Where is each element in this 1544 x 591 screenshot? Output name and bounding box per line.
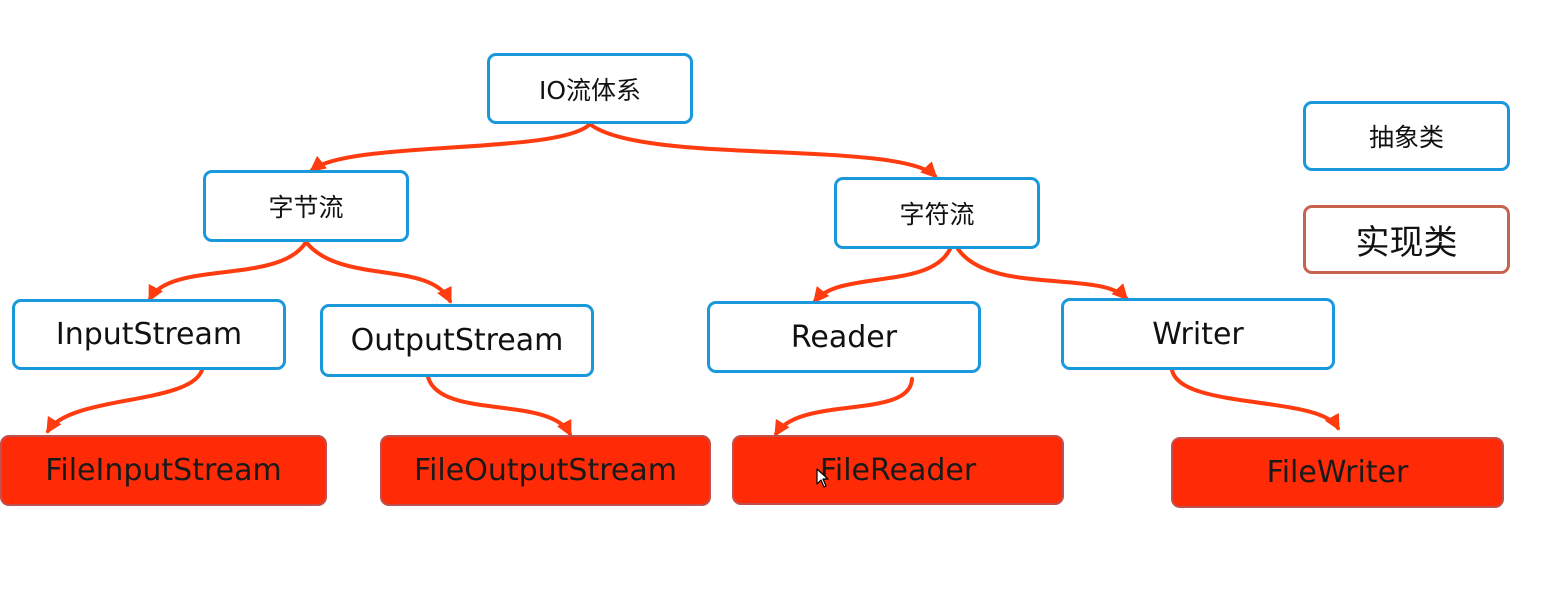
legend-implementation-label: 实现类 — [1355, 223, 1458, 263]
filereader-node: FileReader — [732, 435, 1064, 505]
outputstream-label: OutputStream — [350, 323, 564, 358]
writer-node: Writer — [1061, 298, 1335, 370]
filereader-label: FileReader — [819, 452, 977, 488]
connector-byte-stream-to-outputstream — [304, 240, 452, 304]
fileoutputstream-label: FileOutputStream — [414, 453, 677, 488]
reader-node: Reader — [707, 301, 981, 373]
filewriter-node: FileWriter — [1171, 437, 1504, 508]
inputstream-node: InputStream — [12, 299, 286, 370]
connector-char-stream-to-writer — [956, 247, 1129, 301]
writer-label: Writer — [1152, 316, 1244, 352]
root-node-label: IO流体系 — [538, 75, 642, 105]
connector-byte-stream-to-inputstream — [148, 240, 308, 302]
legend-abstract: 抽象类 — [1303, 101, 1510, 171]
mouse-pointer-icon — [816, 468, 829, 488]
char-stream-label: 字符流 — [899, 200, 975, 229]
legend-abstract-label: 抽象类 — [1368, 123, 1444, 152]
legend-implementation: 实现类 — [1303, 205, 1510, 274]
fileinputstream-node: FileInputStream — [0, 435, 327, 506]
inputstream-label: InputStream — [55, 317, 243, 352]
connector-char-stream-to-reader — [812, 247, 952, 304]
fileoutputstream-node: FileOutputStream — [380, 435, 711, 506]
filewriter-label: FileWriter — [1266, 455, 1409, 490]
connector-root-to-byte-stream — [309, 122, 592, 172]
byte-stream-label: 字节流 — [268, 193, 344, 222]
reader-label: Reader — [790, 319, 898, 355]
connector-root-to-char-stream — [588, 122, 938, 179]
char-stream-node: 字符流 — [834, 177, 1040, 249]
connector-writer-to-filewriter — [1170, 368, 1340, 431]
connector-outputstream-to-fileoutputstream — [426, 375, 572, 437]
outputstream-node: OutputStream — [320, 304, 594, 377]
root-node: IO流体系 — [487, 53, 693, 124]
fileinputstream-label: FileInputStream — [45, 453, 282, 488]
connector-inputstream-to-fileinputstream — [46, 368, 204, 434]
byte-stream-node: 字节流 — [203, 170, 409, 242]
connector-reader-to-filereader — [774, 377, 914, 437]
